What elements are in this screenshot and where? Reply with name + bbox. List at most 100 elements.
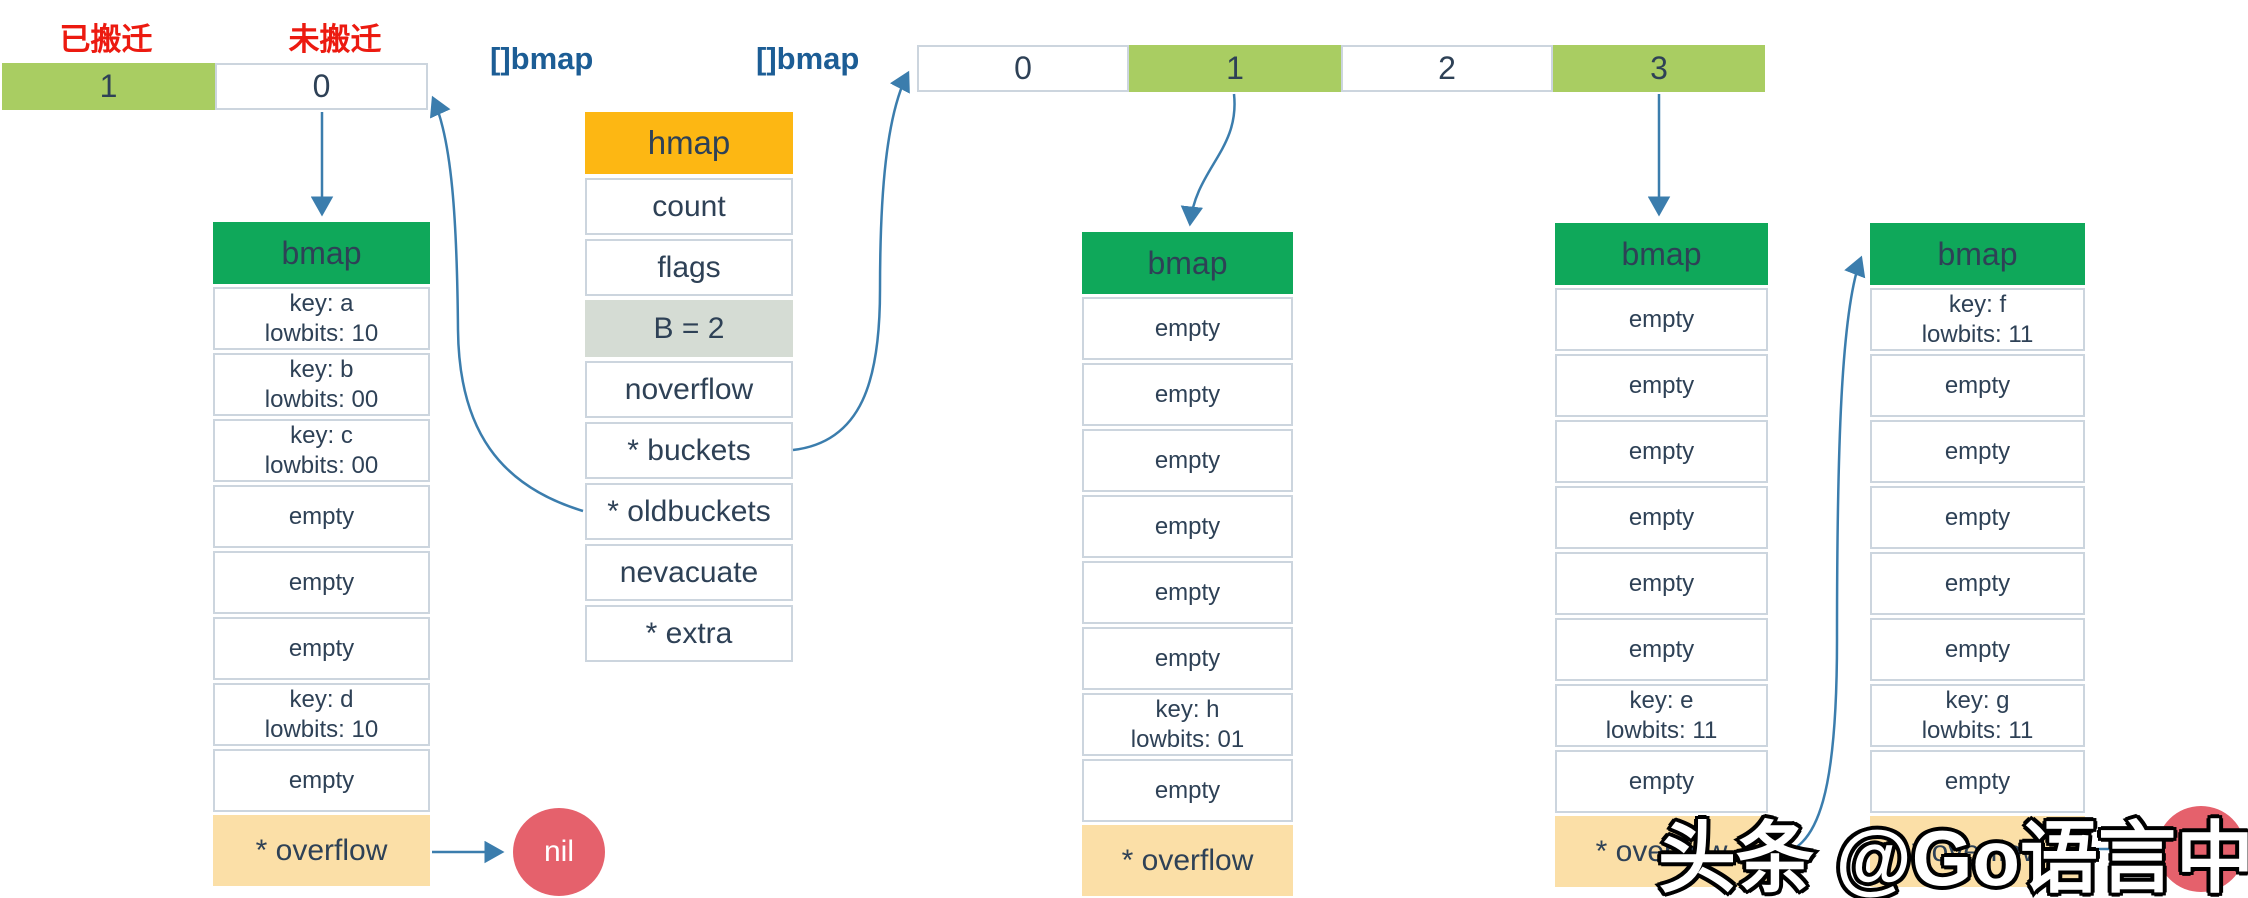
old-bucket-0-overflow-pointer: * overflow	[213, 815, 430, 886]
old-bucket-0-header: bmap	[213, 222, 430, 284]
old-bucket-0-slot-0-line: key: a	[289, 290, 354, 318]
old-bucket-0-slot-6-line: lowbits: 10	[264, 715, 379, 743]
new-bucket-1-struct: bmap empty empty empty empty empty empty key: h…	[1082, 232, 1293, 896]
new-bucket-1-slot-2: empty	[1082, 429, 1293, 492]
overflow-bucket-slot-7: empty	[1870, 750, 2085, 813]
overflow-bucket-slot-4-line: empty	[1944, 569, 2011, 597]
new-bucket-1-slot-1-line: empty	[1154, 380, 1221, 408]
overflow-bucket-slot-0-line: lowbits: 11	[1921, 320, 2034, 348]
new-bucket-1-slot-5-line: empty	[1154, 644, 1221, 672]
migrated-label: 已搬迁	[59, 22, 153, 57]
new-bucket-1-slot-4-line: empty	[1154, 578, 1221, 606]
overflow-bucket-slot-1: empty	[1870, 354, 2085, 417]
new-bucket-3-header: bmap	[1555, 223, 1768, 285]
bmap-slice-label-old: []bmap	[490, 41, 594, 76]
new-bucket-3-slot-4-line: empty	[1628, 569, 1695, 597]
overflow-bucket-slot-5: empty	[1870, 618, 2085, 681]
hmap-field-buckets: * buckets	[585, 422, 793, 479]
hmap-field-extra: * extra	[585, 605, 793, 662]
new-bucket-3-slot-6-line: key: e	[1629, 687, 1694, 715]
overflow-bucket-slot-6-line: lowbits: 11	[1921, 716, 2034, 744]
new-bucket-1-slot-5: empty	[1082, 627, 1293, 690]
new-bucket-1-slot-6-line: lowbits: 01	[1130, 725, 1245, 753]
arrow-bucket3-overflow-to-overflow-bucket	[1769, 255, 1866, 856]
new-bucket-3-struct: bmap empty empty empty empty empty empty key: e…	[1555, 223, 1768, 887]
hmap-field-noverflow: noverflow	[585, 361, 793, 418]
overflow-bucket-slot-4: empty	[1870, 552, 2085, 615]
watermark: 头条 @Go语言中文网	[1655, 811, 2248, 898]
old-bucket-0-slot-1-line: lowbits: 00	[264, 385, 379, 413]
old-bucket-0-slot-6-line: key: d	[289, 686, 354, 714]
bucket-index-cell-1: 1	[1129, 45, 1341, 92]
new-bucket-1-slot-3-line: empty	[1154, 512, 1221, 540]
hmap-field-flags: flags	[585, 239, 793, 296]
new-bucket-3-slot-3: empty	[1555, 486, 1768, 549]
bucket-index-cell-0: 0	[917, 45, 1129, 92]
old-progress-cell-0: 1	[2, 63, 215, 110]
overflow-target-circle	[2157, 806, 2245, 892]
new-bucket-3-slot-1-line: empty	[1628, 371, 1695, 399]
new-bucket-3-slot-7-line: empty	[1628, 767, 1695, 795]
overflow-bucket-header: bmap	[1870, 223, 2085, 285]
new-bucket-1-slot-4: empty	[1082, 561, 1293, 624]
old-bucket-0-slot-3: empty	[213, 485, 430, 548]
overflow-bucket-slot-2-line: empty	[1944, 437, 2011, 465]
new-bucket-3-slot-4: empty	[1555, 552, 1768, 615]
hmap-field-count: count	[585, 178, 793, 235]
new-bucket-3-slot-7: empty	[1555, 750, 1768, 813]
bucket-index-cell-3: 3	[1553, 45, 1765, 92]
nil-label: nil	[543, 835, 574, 868]
new-bucket-1-slot-1: empty	[1082, 363, 1293, 426]
overflow-bucket-slot-2: empty	[1870, 420, 2085, 483]
new-bucket-3-slot-5-line: empty	[1628, 635, 1695, 663]
overflow-bucket-slot-0-line: key: f	[1948, 291, 2007, 319]
new-bucket-3-slot-5: empty	[1555, 618, 1768, 681]
new-bucket-1-overflow-pointer: * overflow	[1082, 825, 1293, 896]
new-bucket-1-slot-0-line: empty	[1154, 314, 1221, 342]
arrow-oldbuckets-to-old-array	[429, 95, 584, 513]
arrow-cell1-to-bucket1	[1180, 93, 1236, 227]
overflow-bucket-slot-6-line: key: g	[1945, 687, 2010, 715]
overflow-bucket-overflow-pointer: * overflow	[1870, 816, 2085, 887]
new-bucket-1-slot-0: empty	[1082, 297, 1293, 360]
new-bucket-3-slot-0-line: empty	[1628, 305, 1695, 333]
old-bucket-0-slot-1-line: key: b	[289, 356, 354, 384]
hmap-field-oldbuckets: * oldbuckets	[585, 483, 793, 540]
overflow-bucket-slot-7-line: empty	[1944, 767, 2011, 795]
not-migrated-label: 未搬迁	[288, 22, 382, 57]
overflow-bucket-slot-3-line: empty	[1944, 503, 2011, 531]
old-bucket-0-slot-3-line: empty	[288, 502, 355, 530]
new-bucket-3-overflow-pointer: * overflow	[1555, 816, 1768, 887]
new-bucket-1-slot-3: empty	[1082, 495, 1293, 558]
overflow-bucket-slot-3: empty	[1870, 486, 2085, 549]
arrow-buckets-to-new-array	[792, 70, 910, 452]
hmap-struct-header: hmap	[585, 112, 793, 174]
new-bucket-3-slot-0: empty	[1555, 288, 1768, 351]
old-bucket-0-slot-4: empty	[213, 551, 430, 614]
old-progress-cell-1: 0	[215, 63, 428, 110]
new-bucket-1-slot-6-line: key: h	[1155, 696, 1220, 724]
hmap-field-B-2: B = 2	[585, 300, 793, 357]
overflow-bucket-slot-1-line: empty	[1944, 371, 2011, 399]
old-bucket-0-slot-2-line: key: c	[290, 422, 353, 450]
new-bucket-1-slot-2-line: empty	[1154, 446, 1221, 474]
new-bucket-3-slot-2-line: empty	[1628, 437, 1695, 465]
new-bucket-3-slot-1: empty	[1555, 354, 1768, 417]
new-bucket-3-slot-6-line: lowbits: 11	[1605, 716, 1718, 744]
new-bucket-1-header: bmap	[1082, 232, 1293, 294]
nil-circle: nil	[513, 808, 605, 896]
new-bucket-3-slot-3-line: empty	[1628, 503, 1695, 531]
new-bucket-3-slot-2: empty	[1555, 420, 1768, 483]
old-bucket-0-slot-5: empty	[213, 617, 430, 680]
old-bucket-0-slot-5-line: empty	[288, 634, 355, 662]
